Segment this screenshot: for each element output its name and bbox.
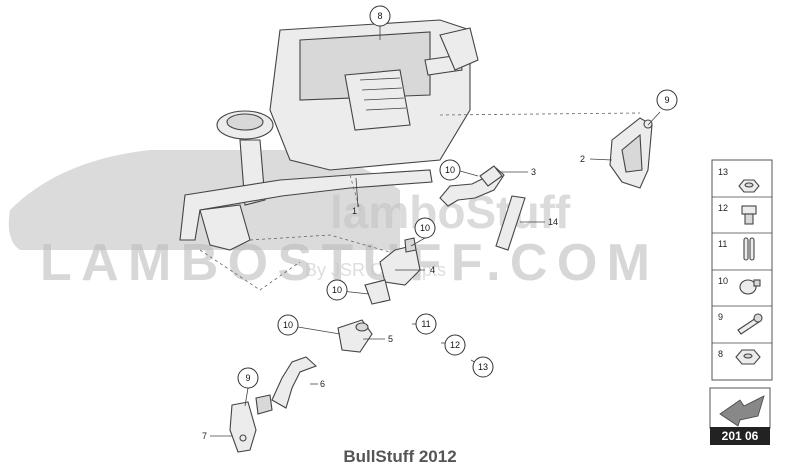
svg-text:10: 10 [420,223,430,233]
nut-flange-icon [738,179,760,193]
clamp-icon [739,279,761,295]
part-label-4: 4 [430,265,435,275]
footer-credit: BullStuff 2012 [343,447,457,466]
part-label-5: 5 [388,334,393,344]
part-label-3: 3 [531,167,536,177]
part-1-canister-assembly [179,19,479,251]
bolt-icon [737,313,763,335]
callout-10-mid: 10 [326,279,348,301]
callout-12: 12 [444,334,466,356]
part-label-6: 6 [320,379,325,389]
callout-9-bottom: 9 [237,367,259,389]
legend-label-10: 10 [718,276,728,286]
part-5-connector [337,319,373,353]
part-7-fitting [229,394,273,453]
part-2-bracket [609,117,653,189]
part-label-2: 2 [580,154,585,164]
legend-label-11: 11 [718,239,727,249]
callout-10-hose: 10 [439,159,461,181]
legend-label-12: 12 [718,203,728,213]
callout-9-top: 9 [656,89,678,111]
svg-text:9: 9 [245,373,250,383]
leader-lines [210,26,661,437]
arrow-icon [719,395,765,427]
callout-11: 11 [415,313,437,335]
part-14-tube [495,195,526,251]
page-reference-box [709,387,771,429]
part-3-hose [439,165,505,207]
callout-8-top: 8 [369,5,391,27]
svg-text:10: 10 [332,285,342,295]
dashed-guides [199,112,641,291]
svg-text:10: 10 [445,165,455,175]
callout-13: 13 [472,356,494,378]
legend-label-13: 13 [718,167,728,177]
svg-text:9: 9 [664,95,669,105]
part-label-1: 1 [352,206,357,216]
page-reference-number: 201 06 [710,427,770,445]
hardware-legend: 13 12 11 10 9 8 [711,159,773,381]
legend-label-8: 8 [718,349,723,359]
svg-text:10: 10 [283,320,293,330]
svg-text:8: 8 [377,11,382,21]
part-label-7: 7 [202,431,207,441]
svg-text:11: 11 [421,319,430,329]
callout-10-valve: 10 [414,217,436,239]
part-6-hose [271,356,318,409]
svg-text:12: 12 [450,340,460,350]
hex-nut-icon [735,349,761,365]
legend-label-9: 9 [718,312,723,322]
part-4-valve [364,237,421,305]
clip-nut-icon [741,205,757,225]
watermark: lamboStuff LAMBOSTUFF.COM By JSR Concept… [8,150,650,292]
callout-10-low: 10 [277,314,299,336]
part-label-14: 14 [548,217,558,227]
svg-text:13: 13 [478,362,488,372]
hose-clamp-icon [743,237,755,261]
